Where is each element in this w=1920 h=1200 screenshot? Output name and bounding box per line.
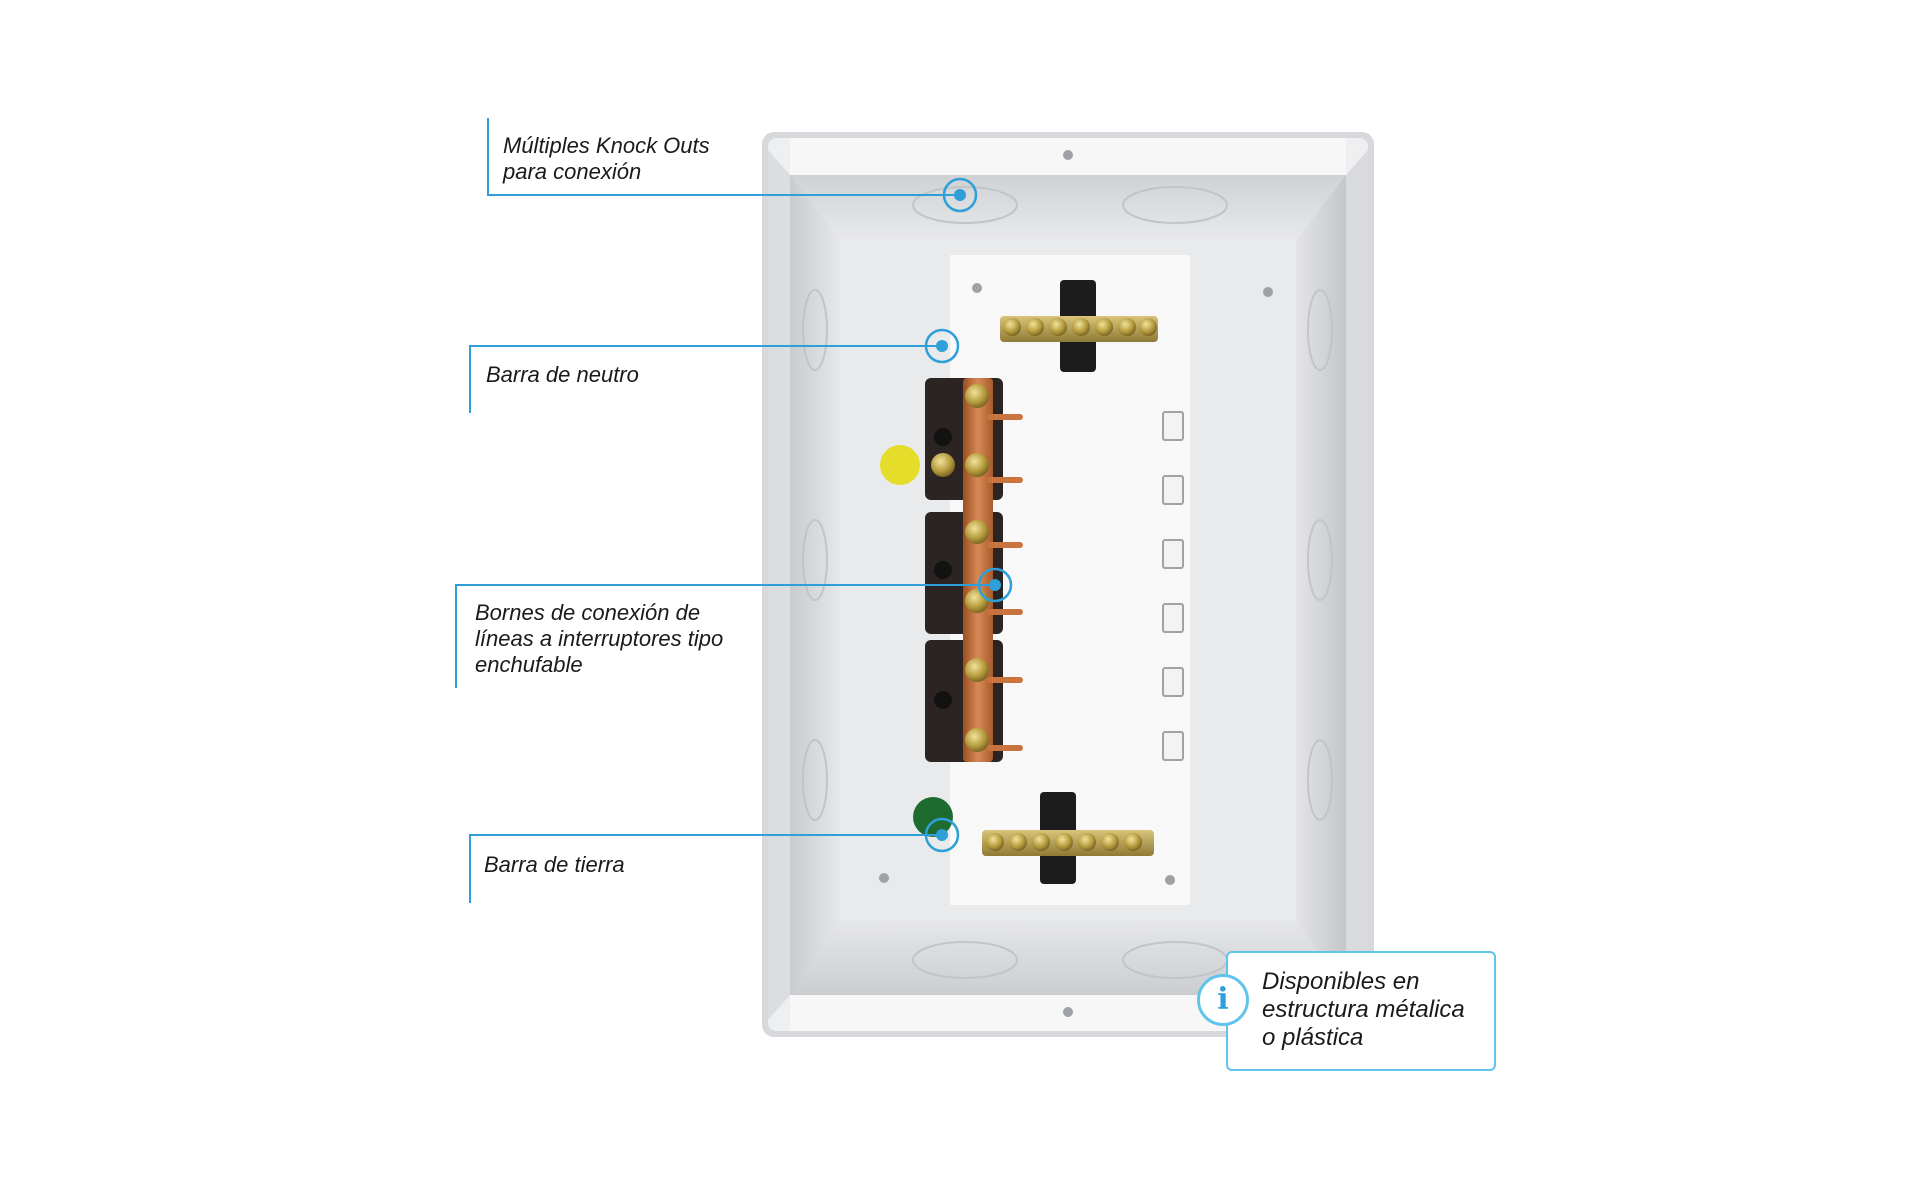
info-icon: i bbox=[1197, 974, 1249, 1026]
ground-bar bbox=[982, 792, 1154, 884]
callout-lines bbox=[455, 118, 995, 903]
callout-terminals-line3: enchufable bbox=[475, 652, 583, 677]
info-line2: estructura métalica bbox=[1262, 996, 1465, 1023]
callout-terminals-line2: líneas a interruptores tipo bbox=[475, 626, 724, 651]
callout-dot-neutral bbox=[924, 328, 960, 364]
callout-dot-ground bbox=[924, 817, 960, 853]
neutral-marker bbox=[880, 445, 920, 485]
callout-neutral: Barra de neutro bbox=[486, 362, 639, 388]
callout-terminals-line1: Bornes de conexión de bbox=[475, 600, 701, 625]
info-line3: o plástica bbox=[1262, 1024, 1364, 1051]
callout-ground-text: Barra de tierra bbox=[484, 852, 625, 877]
breaker-terminals bbox=[925, 378, 1023, 762]
info-line1: Disponibles en bbox=[1262, 968, 1420, 995]
neutral-bar bbox=[1000, 280, 1158, 372]
callout-ground: Barra de tierra bbox=[484, 852, 625, 878]
callout-dot-terminals bbox=[977, 567, 1013, 603]
callout-dot-knockouts bbox=[942, 177, 978, 213]
callout-knockouts: Múltiples Knock Outs para conexión bbox=[503, 133, 710, 185]
callout-neutral-text: Barra de neutro bbox=[486, 362, 639, 387]
callout-knockouts-line2: para conexión bbox=[503, 159, 642, 184]
callout-knockouts-line1: Múltiples Knock Outs bbox=[503, 133, 710, 158]
callout-terminals: Bornes de conexión de líneas a interrupt… bbox=[475, 600, 723, 678]
info-text: Disponibles en estructura métalica o plá… bbox=[1262, 968, 1465, 1052]
ground-marker bbox=[913, 797, 953, 837]
